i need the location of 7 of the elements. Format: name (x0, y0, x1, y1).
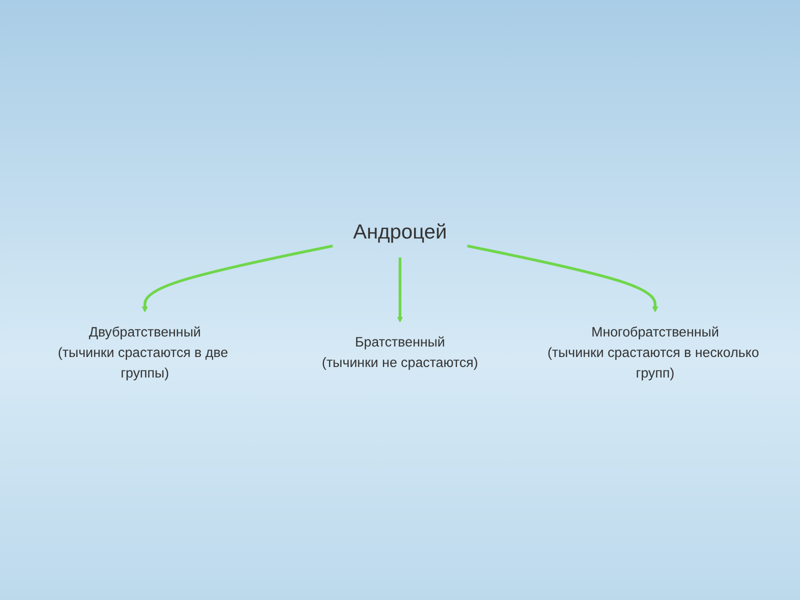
arrow (397, 257, 403, 322)
node-text: Двубратственный (тычинки срастаются в две группы) (58, 324, 228, 381)
node-text: Андроцей (353, 220, 447, 244)
arrow (467, 244, 658, 312)
arrow (142, 244, 333, 312)
node-text: Братственный (тычинки не срастаются) (322, 335, 478, 370)
node-text: Многобратственный (тычинки срастаются в несколько групп) (547, 324, 760, 381)
